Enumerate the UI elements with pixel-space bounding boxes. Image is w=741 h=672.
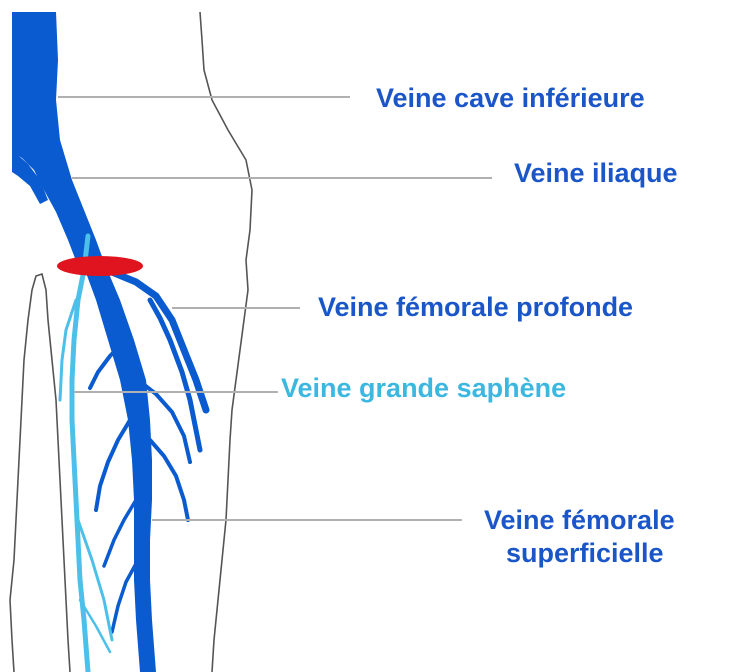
superficial-femoral-vein (82, 262, 156, 672)
deep-femoral-branch-6 (104, 500, 136, 566)
deep-femoral-branch-7 (112, 560, 138, 632)
label-deep-femoral: Veine fémorale profonde (318, 292, 633, 322)
deep-venous-system (12, 12, 206, 672)
leg-outline-outer (200, 12, 252, 672)
label-great-saphenous: Veine grande saphène (281, 373, 566, 403)
label-superficial-femoral-line1: Veine fémorale (484, 505, 675, 535)
inferior-vena-cava (12, 12, 104, 266)
label-vena-cava: Veine cave inférieure (376, 83, 645, 113)
deep-femoral-branch-5 (96, 420, 130, 510)
deep-femoral-branch-3 (150, 440, 188, 520)
junction-marker (57, 256, 143, 276)
label-iliac: Veine iliaque (514, 158, 678, 188)
label-superficial-femoral-line2: superficielle (506, 538, 664, 568)
leg-outline-inner (10, 274, 70, 672)
